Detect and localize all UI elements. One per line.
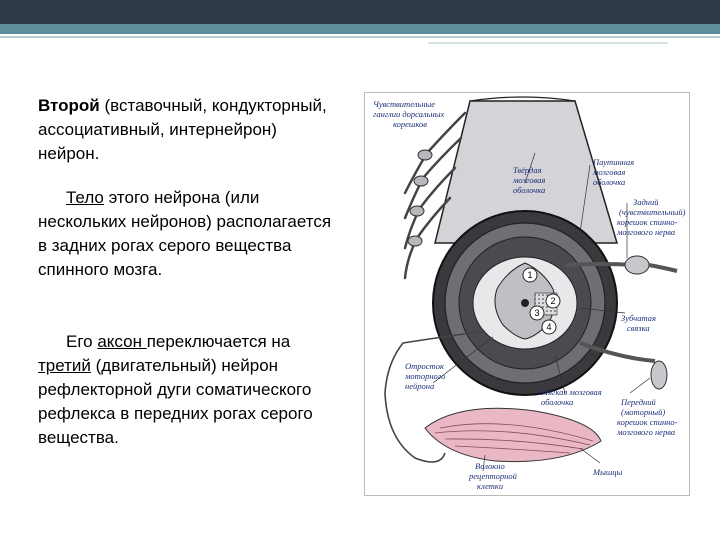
label-receptor-fiber-2: рецепторной: [468, 471, 518, 481]
label-receptor-fiber-3: клетки: [477, 481, 503, 491]
paragraph-axon: Его аксон переключается на третий (двига…: [38, 330, 338, 450]
label-sensory-ganglia-3: корешков: [393, 119, 427, 129]
paragraph2-text: этого нейрона (или нескольких нейронов) …: [38, 188, 332, 279]
label-denticulate-2: связка: [627, 323, 650, 333]
marker-4: 4: [546, 322, 551, 332]
underlined-term-axon: аксон: [97, 332, 147, 351]
label-arachnoid-1: Паутинная: [592, 157, 634, 167]
label-pia-1: Мягкая мозговая: [540, 387, 602, 397]
label-dorsal-root-3: корешок спинно-: [617, 217, 678, 227]
header-rule: [0, 36, 720, 38]
label-muscles: Мышцы: [592, 467, 623, 477]
paragraph-body-location: Тело этого нейрона (или нескольких нейро…: [38, 186, 338, 282]
label-ventral-root-3: корешок спинно-: [617, 417, 678, 427]
label-dura-2: мозговая: [512, 175, 545, 185]
bold-term: Второй: [38, 96, 100, 115]
text-column: Второй (вставочный, кондукторный, ассоци…: [38, 94, 338, 450]
paragraph-second-neuron: Второй (вставочный, кондукторный, ассоци…: [38, 94, 338, 166]
label-dorsal-root-4: мозгового нерва: [616, 227, 675, 237]
underlined-term-body: Тело: [66, 188, 104, 207]
header-rule-accent: [428, 42, 668, 44]
marker-3: 3: [534, 308, 539, 318]
label-motor-axon-2: моторного: [404, 371, 445, 381]
motor-axon-left: [384, 330, 486, 463]
label-motor-axon-1: Отросток: [405, 361, 445, 371]
label-dorsal-root-1: Задний: [633, 197, 659, 207]
paragraph3-mid: переключается на: [146, 332, 291, 351]
label-sensory-ganglia-2: ганглии дорсальных: [373, 109, 444, 119]
marker-2: 2: [550, 296, 555, 306]
ventral-root-right: [579, 341, 656, 363]
marker-1: 1: [527, 270, 532, 280]
label-dura-1: Твёрдая: [513, 165, 542, 175]
label-ventral-root-1: Передний: [620, 397, 656, 407]
label-dorsal-root-2: (чувствительный): [619, 207, 686, 217]
label-motor-axon-3: нейрона: [405, 381, 434, 391]
paragraph3-lead: Его: [66, 332, 98, 351]
header-band-teal: [0, 24, 720, 34]
header-band-dark: [0, 0, 720, 24]
label-denticulate-1: Зубчатая: [621, 313, 656, 323]
paragraph3-text: (двигательный) нейрон рефлекторной дуги …: [38, 356, 313, 447]
label-pia-2: оболочка: [541, 397, 573, 407]
label-ventral-root-4: мозгового нерва: [616, 427, 675, 437]
spinal-cord-diagram: 1 2 3 4: [373, 96, 686, 491]
label-receptor-fiber-1: Волокно: [475, 461, 505, 471]
label-arachnoid-2: мозговая: [592, 167, 625, 177]
dura-tube: [434, 100, 619, 244]
label-sensory-ganglia-1: Чувствительные: [373, 99, 435, 109]
spinal-cord-figure: 1 2 3 4: [364, 92, 690, 496]
paragraph1-text: (вставочный, кондукторный, ассоциативный…: [38, 96, 327, 163]
muscle: [424, 407, 602, 463]
underlined-term-third: третий: [38, 356, 91, 375]
label-arachnoid-3: оболочка: [593, 177, 625, 187]
label-ventral-root-2: (моторный): [621, 407, 665, 417]
dorsal-root-right: [564, 262, 634, 267]
label-dura-3: оболочка: [513, 185, 545, 195]
sensory-ganglia: [407, 149, 433, 247]
neuron-number-markers: 1 2 3 4: [522, 267, 561, 335]
diagram-labels: Чувствительные ганглии дорсальных корешк…: [373, 99, 686, 491]
